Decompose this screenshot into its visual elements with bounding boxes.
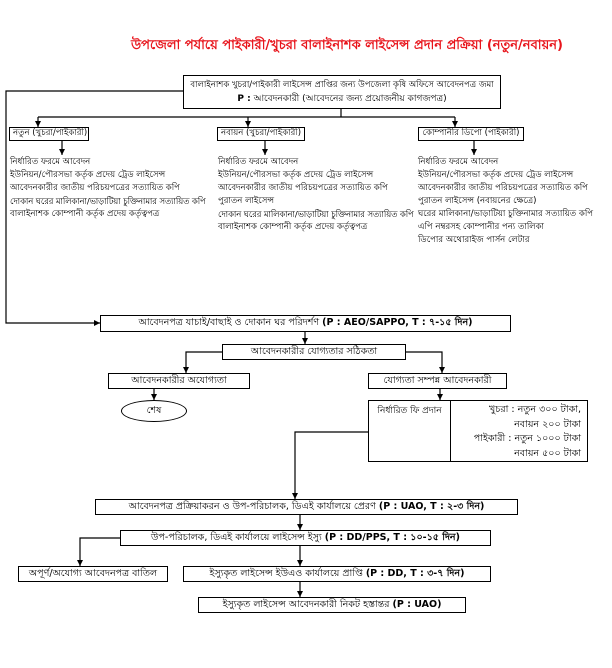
branch-new: নতুন (খুচরা/পাইকারী) [9, 127, 89, 141]
responsible-label: P : [237, 94, 251, 104]
arrow-to-eligible [406, 351, 445, 373]
fee-payment-box: নির্ধারিত ফি প্রদান খুচরা : নতুন ৩০০ টাক… [368, 400, 588, 462]
list-item: ডিপোর অথোরাইজ পার্সন লেটার [418, 235, 530, 245]
connector-submission-to-verification [5, 90, 183, 326]
rejected-box: অপূর্ণ/অযোগ্য আবেদনপত্র বাতিল [18, 566, 168, 582]
branch-company-depot: কোম্পানীর ডিপো (পাইকারী) [418, 127, 524, 141]
list-item: আবেদনকারীর জাতীয় পরিচয়পত্রের সত্যায়িত… [10, 183, 180, 193]
fee-retail-new: খুচরা : নতুন ৩০০ টাকা, [489, 404, 581, 415]
list-item: নির্ধারিত ফরমে আবেদন [418, 157, 499, 167]
new-documents-list: নির্ধারিত ফরমে আবেদন ইউনিয়ন/পৌরসভা কর্ত… [10, 156, 210, 221]
ineligible-box: আবেদনকারীর অযোগ্যতা [108, 373, 250, 389]
received-text: ইস্যুকৃত লাইসেন্স ইউএও কার্যালয়ে প্রাপ্… [209, 568, 363, 579]
list-item: বালাইনাশক কোম্পানী কর্তৃক প্রদেয় কর্তৃত… [218, 222, 368, 232]
license-handover-box: ইস্যুকৃত লাইসেন্স আবেদনকারী নিকট হস্তান্… [198, 597, 466, 613]
issue-text: উপ-পরিচালক, ডিএই কার্যালয়ে লাইসেন্স ইস্… [151, 532, 322, 543]
eligibility-check-box: আবেদনকারীর যোগ্যতার সঠিকতা [222, 344, 406, 360]
application-submission-box: বালাইনাশক খুচরা/পাইকারী লাইসেন্স প্রাপ্ত… [183, 75, 501, 109]
page-title: উপজেলা পর্যায়ে পাইকারী/খুচরা বালাইনাশক … [131, 38, 563, 53]
arrow-to-ineligible [183, 351, 222, 373]
fee-wholesale-new: পাইকারী : নতুন ১০০০ টাকা [473, 433, 581, 444]
list-item: পুরাতন লাইসেন্স (নবায়নের ক্ষেত্রে) [418, 196, 537, 206]
received-responsible-time: (P : DD, T : ৩-৭ দিন) [365, 568, 465, 579]
processing-box: আবেদনপত্র প্রক্রিয়াকরন ও উপ-পরিচালক, ডি… [95, 499, 518, 515]
eligible-box: যোগ্যতা সম্পন্ন আবেদনকারী [368, 373, 507, 389]
issue-responsible-time: (P : DD/PPS, T : ১০-১৫ দিন) [324, 532, 460, 543]
handover-text: ইস্যুকৃত লাইসেন্স আবেদনকারী নিকট হস্তান্… [222, 599, 390, 610]
depot-documents-list: নির্ধারিত ফরমে আবেদন ইউনিয়ন/পৌরসভা কর্ত… [418, 156, 606, 247]
processing-text: আবেদনপত্র প্রক্রিয়াকরন ও উপ-পরিচালক, ডি… [128, 501, 376, 512]
license-issue-box: উপ-পরিচালক, ডিএই কার্যালয়ে লাইসেন্স ইস্… [120, 530, 491, 546]
responsible-value: আবেদনকারী (আবেদনের জন্য প্রয়োজনীয় কাগজ… [253, 94, 447, 104]
verification-box: আবেদনপত্র যাচাই/বাছাই ও দোকান ঘর পরিদর্শ… [100, 315, 511, 332]
list-item: এপি নম্বরসহ কোম্পানীর পন্য তালিকা [418, 222, 544, 232]
list-item: আবেদনকারীর জাতীয় পরিচয়পত্রের সত্যায়িত… [418, 183, 588, 193]
list-item: বালাইনাশক কোম্পানী কর্তৃক প্রদেয় কর্তৃত… [10, 209, 160, 219]
application-responsible-line: P : আবেদনকারী (আবেদনের জন্য প্রয়োজনীয় … [188, 92, 496, 106]
list-item: নির্ধারিত ফরমে আবেদন [10, 157, 91, 167]
list-item: ইউনিয়ন/পৌরসভা কর্তৃক প্রদেয় ট্রেড লাইস… [418, 170, 574, 180]
renewal-documents-list: নির্ধারিত ফরমে আবেদন ইউনিয়ন/পৌরসভা কর্ত… [218, 156, 414, 234]
processing-responsible-time: (P : UAO, T : ২-৩ দিন) [378, 501, 485, 512]
list-item: ঘরের মালিকানা/ভাড়াটিয়া চুক্তিনামার সত্… [418, 209, 594, 219]
verification-text: আবেদনপত্র যাচাই/বাছাই ও দোকান ঘর পরিদর্শ… [138, 317, 320, 328]
list-item: পুরাতন লাইসেন্স [218, 196, 275, 206]
arrow-fee-to-processing [292, 431, 368, 499]
list-item: আবেদনকারীর জাতীয় পরিচয়পত্রের সত্যায়িত… [218, 183, 388, 193]
list-item: দোকান ঘরের মালিকানা/ভাড়াটিয়া চুক্তিনাম… [218, 209, 414, 219]
list-item: দোকান ঘরের মালিকানা/ভাড়াটিয়া চুক্তিনাম… [10, 196, 206, 206]
list-item: ইউনিয়ন/পৌরসভা কর্তৃক প্রদেয় ট্রেড লাইস… [10, 170, 166, 180]
verification-responsible-time: (P : AEO/SAPPO, T : ৭-১৫ দিন) [322, 317, 473, 328]
end-terminal: শেষ [121, 400, 187, 422]
fee-label: নির্ধারিত ফি প্রদান [369, 401, 451, 461]
fee-amounts: খুচরা : নতুন ৩০০ টাকা, নবায়ন ২০০ টাকা প… [451, 401, 587, 461]
list-item: নির্ধারিত ফরমে আবেদন [218, 157, 299, 167]
application-submission-text: বালাইনাশক খুচরা/পাইকারী লাইসেন্স প্রাপ্ত… [190, 80, 494, 90]
license-received-box: ইস্যুকৃত লাইসেন্স ইউএও কার্যালয়ে প্রাপ্… [183, 566, 491, 582]
branch-renewal: নবায়ন (খুচরা/পাইকারী) [217, 127, 305, 141]
handover-responsible: (P : UAO) [392, 599, 442, 610]
list-item: ইউনিয়ন/পৌরসভা কর্তৃক প্রদেয় ট্রেড লাইস… [218, 170, 374, 180]
fee-retail-renewal: নবায়ন ২০০ টাকা [514, 418, 581, 430]
fee-wholesale-renewal: নবায়ন ৫০০ টাকা [514, 447, 581, 459]
arrow-to-rejected [77, 537, 120, 566]
